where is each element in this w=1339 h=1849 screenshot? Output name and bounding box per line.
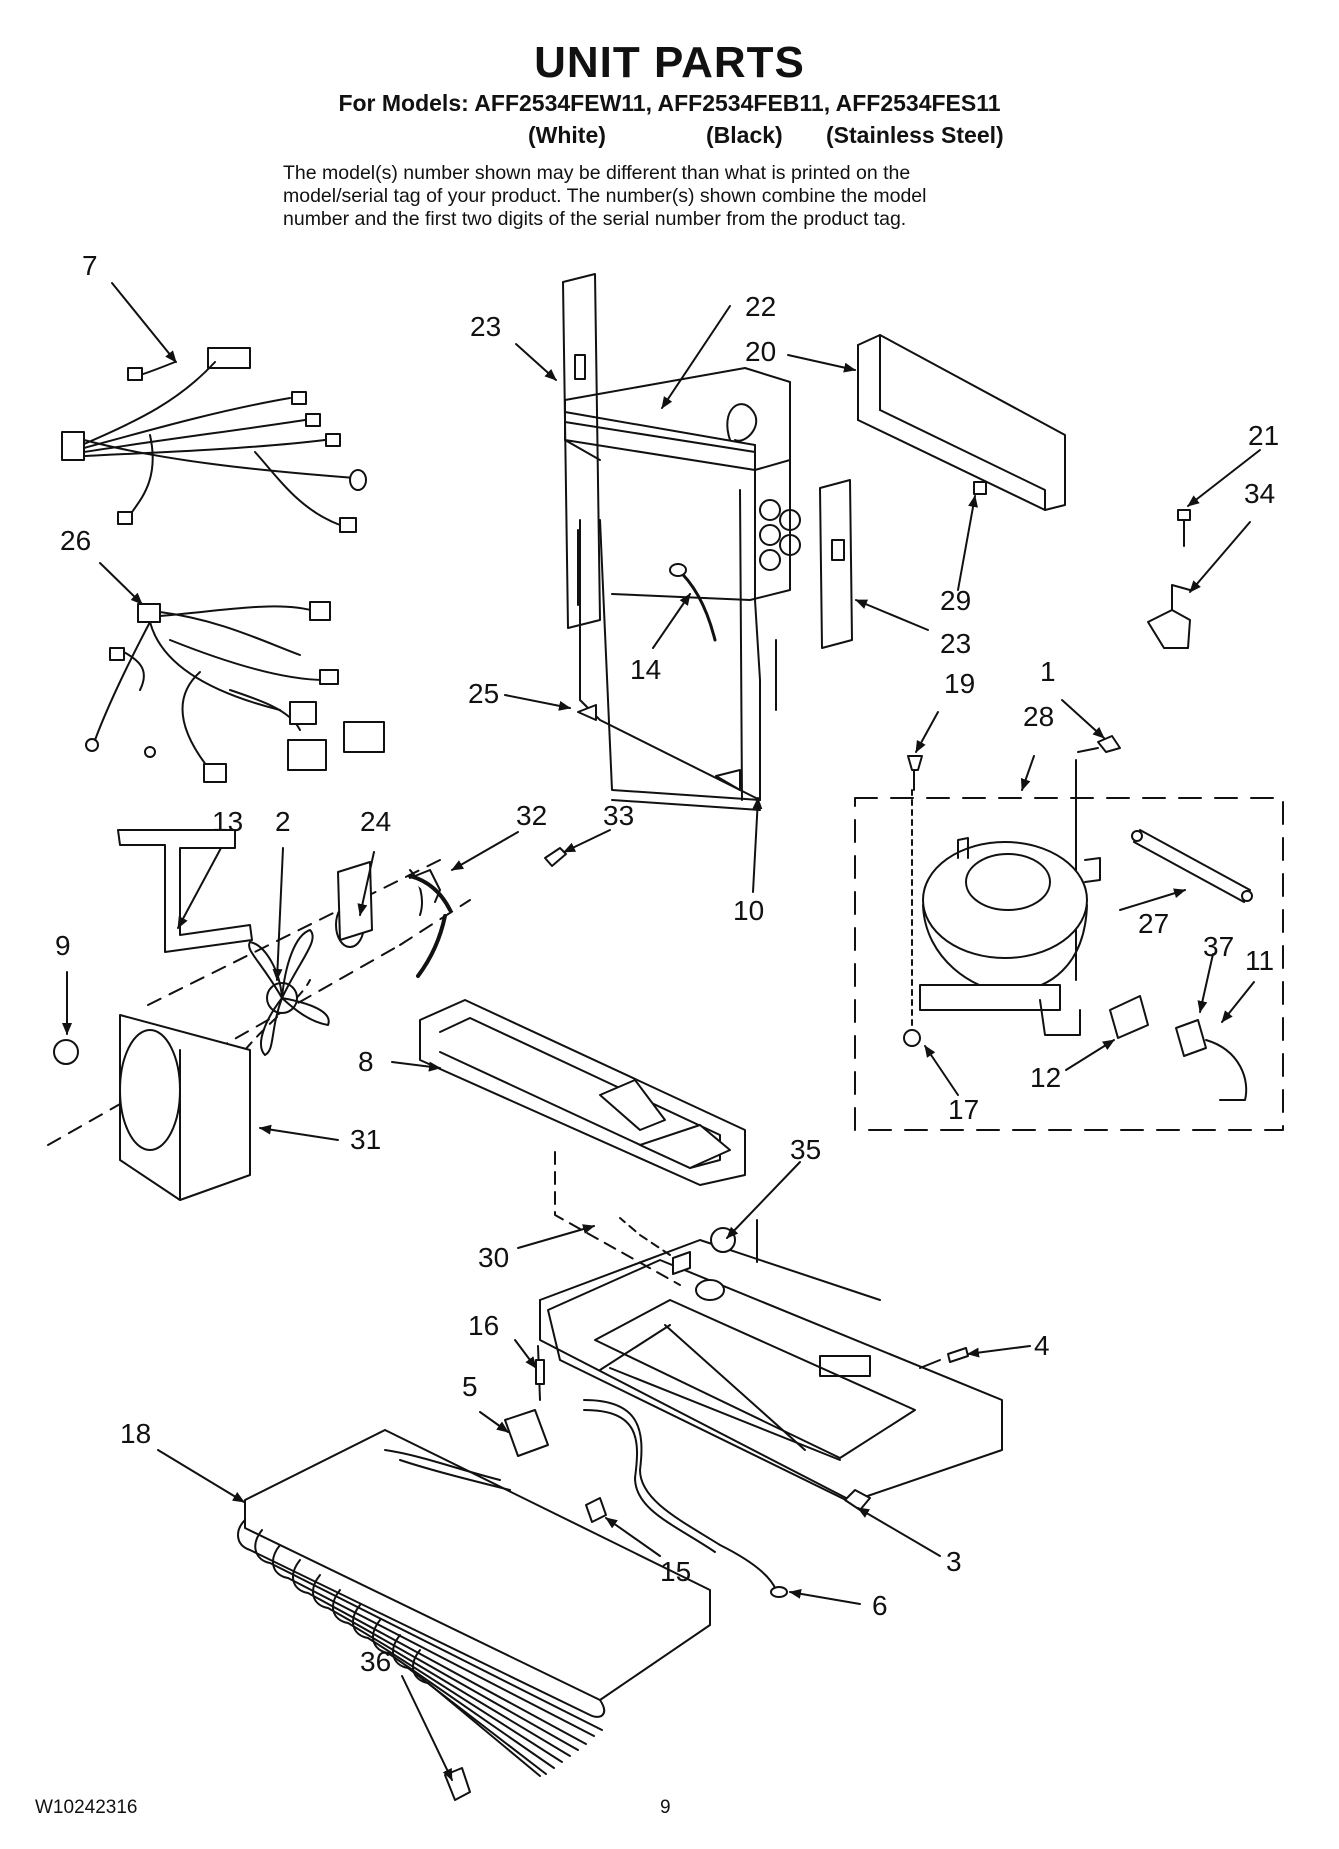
callout-3: 3 (946, 1546, 962, 1577)
callout-32: 32 (516, 800, 548, 831)
callout-5: 5 (462, 1371, 478, 1402)
callout-35: 35 (790, 1134, 822, 1165)
page-number: 9 (660, 1797, 671, 1818)
fan-assembly (47, 829, 567, 1201)
variant-black: (Black) (706, 122, 783, 148)
variant-white: (White) (528, 122, 606, 148)
callout-18: 18 (120, 1418, 152, 1449)
callout-36: 36 (360, 1646, 392, 1677)
callout-13: 13 (212, 806, 244, 837)
callout-6: 6 (872, 1590, 888, 1621)
callout-15: 15 (660, 1556, 692, 1587)
callout-23-right: 23 (940, 628, 972, 659)
callout-24: 24 (360, 806, 392, 837)
callout-30: 30 (478, 1242, 510, 1273)
callout-23: 23 (470, 311, 502, 342)
callout-16: 16 (468, 1310, 500, 1341)
compressor-screws (903, 735, 1121, 1047)
callout-37: 37 (1203, 931, 1235, 962)
callout-arrows (62, 282, 1261, 1781)
callout-19: 19 (944, 668, 976, 699)
callout-7: 7 (82, 250, 98, 281)
wire-harness-lower (85, 601, 385, 783)
callout-8: 8 (358, 1046, 374, 1077)
variant-stainless: (Stainless Steel) (826, 122, 1004, 148)
callout-10: 10 (733, 895, 765, 926)
callout-26: 26 (60, 525, 92, 556)
model-note: The model(s) number shown may be differe… (283, 162, 1083, 231)
callout-25: 25 (468, 678, 500, 709)
callout-2: 2 (275, 806, 291, 837)
models-line: For Models: AFF2534FEW11, AFF2534FEB11, … (338, 90, 1001, 116)
document-number: W10242316 (35, 1797, 138, 1818)
callout-17: 17 (948, 1094, 980, 1125)
callout-21: 21 (1248, 420, 1280, 451)
model-note-line: The model(s) number shown may be differe… (283, 162, 911, 184)
callout-33: 33 (603, 800, 635, 831)
model-note-line: model/serial tag of your product. The nu… (283, 185, 927, 207)
drain-pan (419, 999, 746, 1186)
callout-4: 4 (1034, 1330, 1050, 1361)
evaporator-cover (857, 334, 1066, 511)
callout-1: 1 (1040, 656, 1056, 687)
model-note-line: number and the first two digits of the s… (283, 208, 907, 230)
callout-34: 34 (1244, 478, 1276, 509)
filter-drier (1131, 829, 1253, 903)
callout-9: 9 (55, 930, 71, 961)
callout-31: 31 (350, 1124, 382, 1155)
callout-14: 14 (630, 654, 662, 685)
screw-and-bracket (1147, 509, 1191, 649)
wire-harness-upper (61, 347, 367, 533)
condenser (237, 1399, 788, 1801)
callout-20: 20 (745, 336, 777, 367)
page-title: UNIT PARTS (534, 38, 805, 87)
callout-22: 22 (745, 291, 777, 322)
callout-28: 28 (1023, 701, 1055, 732)
callout-12: 12 (1030, 1062, 1062, 1093)
callout-29: 29 (940, 585, 972, 616)
evaporator-assembly (562, 273, 853, 811)
clip-part (973, 481, 987, 495)
callout-11: 11 (1245, 945, 1275, 976)
compressor-assembly-box (854, 797, 1284, 1131)
machine-compartment-base (535, 1151, 1003, 1511)
relay-overload (1109, 995, 1248, 1101)
compressor (919, 837, 1101, 1036)
callout-27: 27 (1138, 908, 1170, 939)
